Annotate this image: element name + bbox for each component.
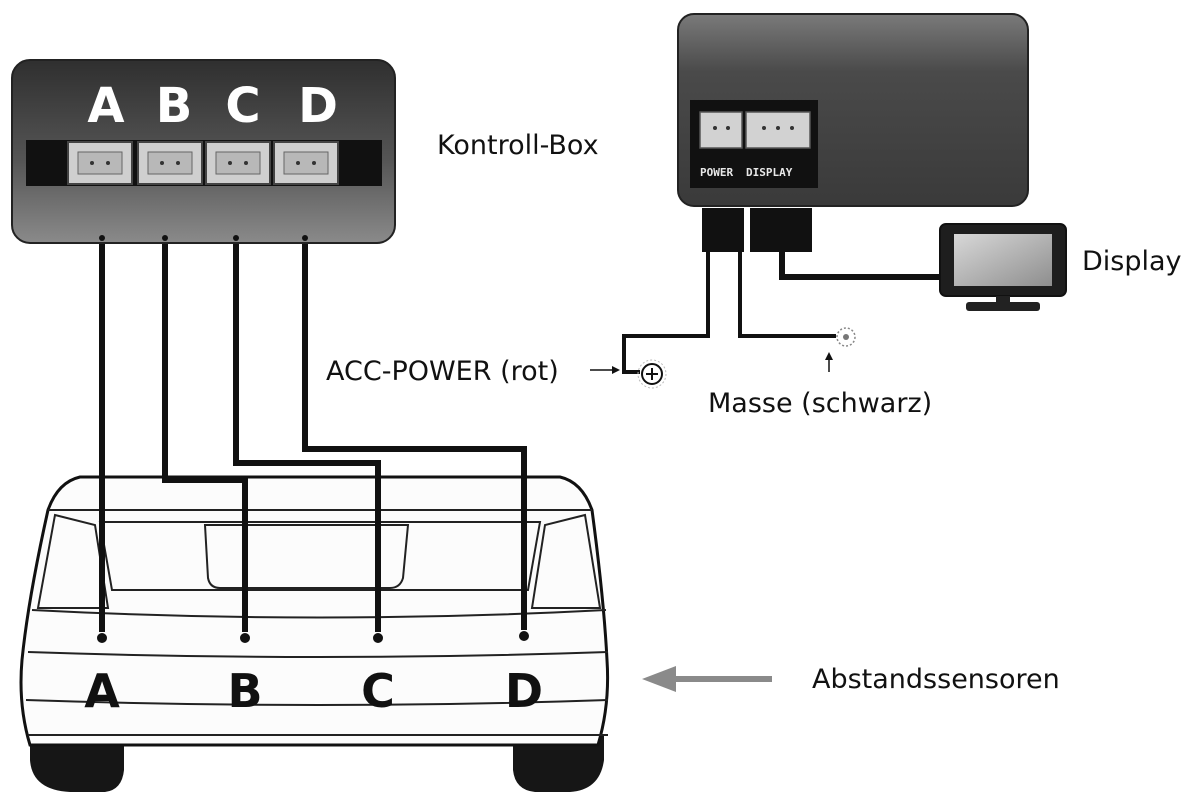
left-tire — [30, 735, 124, 792]
wire-d — [302, 238, 527, 630]
display-monitor — [939, 223, 1067, 311]
port-letter-d: D — [298, 78, 338, 134]
sensor-wires — [99, 238, 527, 632]
power-port — [699, 111, 743, 149]
ground-arrow-icon — [825, 352, 833, 372]
sensor-arrow-icon — [642, 666, 772, 692]
sensor-letter-c: C — [361, 664, 395, 718]
ground-wire — [738, 252, 836, 338]
display-label: Display — [1082, 246, 1182, 277]
wire-c — [233, 238, 381, 632]
display-plug — [750, 208, 812, 252]
acc-arrow-icon — [590, 366, 620, 374]
power-display-unit: POWER DISPLAY — [677, 13, 1029, 252]
sensor-letter-d: D — [505, 664, 543, 718]
left-taillight — [36, 513, 110, 609]
plate-label-display: DISPLAY — [746, 166, 793, 179]
wire-b — [162, 238, 248, 632]
sensor-a-dot — [97, 633, 107, 643]
car-rear — [19, 475, 610, 792]
power-wires — [622, 252, 942, 374]
positive-terminal-icon — [637, 359, 667, 389]
sensor-d-dot — [519, 631, 529, 641]
connector-c — [205, 141, 271, 185]
sensor-c-dot — [373, 633, 383, 643]
acc-wire — [622, 252, 710, 374]
acc-power-label: ACC-POWER (rot) — [326, 356, 559, 387]
bumper-low — [25, 699, 609, 706]
right-taillight — [530, 513, 602, 609]
plate-label-power: POWER — [700, 166, 733, 179]
control-box-label: Kontroll-Box — [437, 130, 599, 161]
monitor-screen — [954, 234, 1052, 286]
sensor-dots — [97, 631, 529, 643]
monitor-neck — [996, 296, 1010, 302]
right-tire — [513, 735, 604, 792]
plate-recess — [203, 524, 410, 589]
bumper-mid — [27, 651, 609, 658]
connector-a — [67, 141, 133, 185]
sensors-label: Abstandssensoren — [812, 664, 1060, 695]
sensor-b-dot — [240, 633, 250, 643]
sensor-letter-b: B — [227, 664, 262, 718]
display-cable — [779, 252, 942, 280]
connector-d — [273, 141, 339, 185]
port-letter-c: C — [225, 78, 260, 134]
ground-terminal-icon — [836, 327, 856, 347]
connector-b — [137, 141, 203, 185]
control-box: A B C D — [11, 59, 396, 244]
car-body — [19, 475, 610, 747]
power-plug — [702, 208, 744, 252]
trunk-lid — [98, 521, 542, 591]
ground-label: Masse (schwarz) — [708, 388, 932, 419]
port-letter-b: B — [156, 78, 193, 134]
port-letter-a: A — [87, 78, 124, 134]
sensor-letter-a: A — [84, 664, 120, 718]
monitor-stand — [966, 302, 1040, 311]
